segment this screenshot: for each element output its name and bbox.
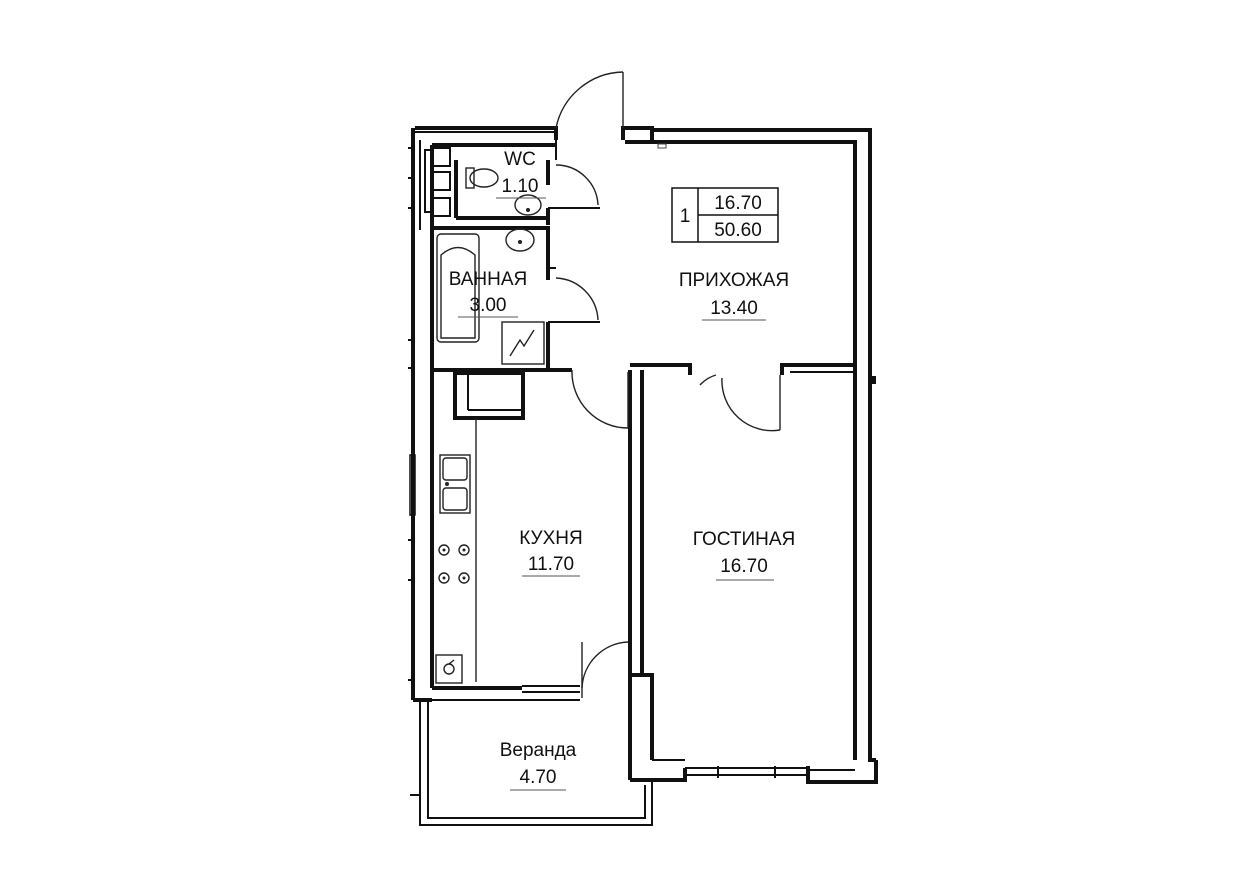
fixtures [435,143,667,684]
veranda-name: Веранда [500,740,577,761]
total-area-value: 50.60 [714,220,762,241]
veranda-outline [410,700,653,826]
fridge-icon [453,371,525,420]
wc-sink-icon [514,194,542,216]
living-room-area: 16.70 [720,556,768,577]
veranda-area: 4.70 [520,767,557,788]
bathroom-name: ВАННАЯ [449,269,528,290]
living-room-name: ГОСТИНАЯ [693,529,795,550]
kitchen-name: КУХНЯ [519,528,582,549]
kitchen-sink-icon [439,454,471,514]
rooms-count: 1 [680,206,691,227]
kitchen-area: 11.70 [528,554,574,575]
wc-area: 1.10 [502,176,539,197]
hallway-area: 13.40 [710,298,758,319]
bath-sink-icon [505,228,535,252]
hallway-name: ПРИХОЖАЯ [679,270,789,291]
doors [555,71,781,698]
boiler-icon [435,654,463,684]
toilet-icon [465,167,499,189]
bathtub-icon [436,233,480,343]
stove-icon [438,544,470,584]
area-summary-box: 1 16.70 50.60 [671,187,779,243]
washing-machine-icon [501,321,545,365]
wc-name: WC [504,149,536,170]
living-area-value: 16.70 [714,193,762,214]
bathroom-area: 3.00 [470,295,507,316]
inner-walls [424,140,855,375]
outer-walls [408,126,878,784]
entrance-door [555,71,624,129]
room-labels: WC 1.10 ВАННАЯ 3.00 ПРИХОЖАЯ 13.40 КУХНЯ… [449,149,795,791]
